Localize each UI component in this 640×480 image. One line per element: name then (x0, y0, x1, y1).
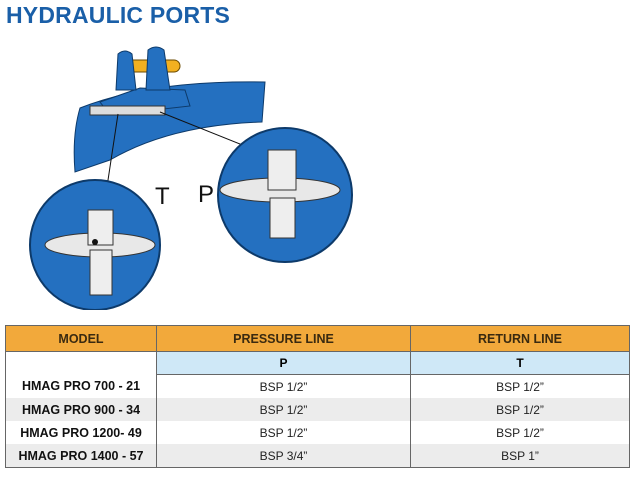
return-cell: BSP 1/2” (410, 398, 630, 421)
pressure-cell: BSP 3/4” (156, 444, 411, 468)
magnet-body (73, 46, 266, 201)
hydraulic-ports-illustration (29, 46, 353, 310)
pressure-port-detail (217, 127, 353, 263)
model-cell: HMAG PRO 900 - 34 (5, 398, 157, 421)
subheader-t: T (410, 351, 630, 375)
table-row: HMAG PRO 700 - 21 BSP 1/2” BSP 1/2” (5, 374, 630, 398)
model-cell: HMAG PRO 700 - 21 (5, 374, 157, 398)
table-header-row: MODEL PRESSURE LINE RETURN LINE (5, 325, 630, 352)
subheader-model (5, 351, 157, 375)
table-row: HMAG PRO 1400 - 57 BSP 3/4” BSP 1” (5, 444, 630, 468)
return-port-detail (29, 179, 161, 310)
model-cell: HMAG PRO 1400 - 57 (5, 444, 157, 468)
pressure-cell: BSP 1/2” (156, 421, 411, 444)
page-title: HYDRAULIC PORTS (6, 2, 231, 28)
table-row: HMAG PRO 900 - 34 BSP 1/2” BSP 1/2” (5, 398, 630, 421)
pressure-cell: BSP 1/2” (156, 398, 411, 421)
return-cell: BSP 1/2” (410, 374, 630, 398)
subheader-p: P (156, 351, 411, 375)
return-cell: BSP 1/2” (410, 421, 630, 444)
header-model: MODEL (5, 325, 157, 352)
header-pressure-line: PRESSURE LINE (156, 325, 411, 352)
pressure-port-label: P (198, 181, 215, 208)
pressure-cell: BSP 1/2” (156, 374, 411, 398)
table-subheader-row: P T (5, 351, 630, 375)
return-cell: BSP 1” (410, 444, 630, 468)
model-cell: HMAG PRO 1200- 49 (5, 421, 157, 444)
header-return-line: RETURN LINE (410, 325, 630, 352)
return-port-label: T (155, 183, 170, 210)
hydraulic-ports-table: MODEL PRESSURE LINE RETURN LINE P T HMAG… (5, 325, 630, 468)
table-row: HMAG PRO 1200- 49 BSP 1/2” BSP 1/2” (5, 421, 630, 444)
